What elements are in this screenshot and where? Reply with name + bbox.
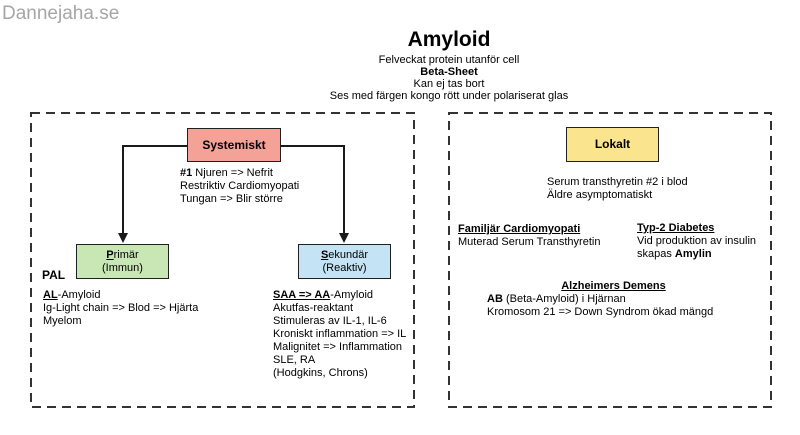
arrowhead-sekundar-icon (339, 233, 349, 243)
node-primar: Primär (Immun) (76, 244, 169, 279)
connector-systemiskt-primar (122, 145, 187, 235)
typ2-heading: Typ-2 Diabetes (637, 222, 715, 234)
lokalt-note-2: Äldre asymptomatiskt (547, 189, 653, 201)
node-systemiskt: Systemiskt (187, 128, 281, 162)
al-amyloid-notes: AL-Amyloid Ig-Light chain => Blod => Hjä… (43, 289, 198, 328)
systemiskt-note-2: Restriktiv Cardiomyopati (180, 180, 300, 192)
familjar-heading: Familjär Cardiomyopati (458, 223, 581, 235)
node-systemiskt-label: Systemiskt (202, 137, 266, 152)
saa-note-2: Akutfas-reaktant (273, 302, 354, 314)
saa-note-7: (Hodgkins, Chrons) (273, 367, 368, 379)
saa-note-3: Stimuleras av IL-1, IL-6 (273, 315, 387, 327)
node-sekundar-label: Sekundär (320, 248, 369, 261)
arrowhead-primar-icon (118, 233, 128, 243)
subtitle-line-2: Beta-Sheet (420, 66, 478, 78)
typ2-line-2: skapas Amylin (637, 248, 712, 260)
node-sekundar: Sekundär (Reaktiv) (298, 244, 391, 279)
pal-label: PAL (42, 268, 66, 282)
lokalt-notes: Serum transthyretin #2 i blod Äldre asym… (547, 176, 688, 202)
page-title: Amyloid (407, 28, 491, 51)
node-lokalt: Lokalt (566, 127, 659, 162)
subtitle-line-3: Kan ej tas bort (413, 78, 485, 90)
al-note-2: Ig-Light chain => Blod => Hjärta (43, 302, 199, 314)
subtitle-line-1: Felveckat protein utanför cell (378, 54, 520, 66)
alzheimers-line-1: AB (Beta-Amyloid) i Hjärnan (487, 293, 626, 305)
site-logo[interactable]: Dannejaha.se (2, 3, 120, 24)
subtitle-line-4: Ses med färgen kongo rött under polarise… (329, 90, 569, 102)
alzheimers-heading: Alzheimers Demens (561, 280, 666, 292)
familjar-cardiomyopati-section: Familjär Cardiomyopati Muterad Serum Tra… (458, 223, 600, 249)
systemiskt-note-1: #1 Njuren => Nefrit (180, 167, 273, 179)
typ2-diabetes-section: Typ-2 Diabetes Vid produktion av insulin… (637, 222, 756, 261)
node-sekundar-sublabel: (Reaktiv) (322, 261, 367, 274)
node-primar-label: Primär (106, 248, 139, 261)
node-primar-sublabel: (Immun) (102, 261, 143, 274)
alzheimers-section: Alzheimers Demens AB (Beta-Amyloid) i Hj… (487, 280, 740, 319)
saa-note-6: SLE, RA (273, 354, 316, 366)
familjar-line: Muterad Serum Transthyretin (458, 236, 601, 248)
al-note-3: Myelom (43, 315, 82, 327)
systemiskt-notes: #1 Njuren => Nefrit Restriktiv Cardiomyo… (180, 167, 299, 206)
lokalt-note-1: Serum transthyretin #2 i blod (547, 176, 688, 188)
saa-amyloid-notes: SAA => AA-Amyloid Akutfas-reaktant Stimu… (273, 289, 406, 380)
saa-note-4: Kroniskt inflammation => IL (273, 328, 407, 340)
page-header: Amyloid Felveckat protein utanför cell B… (98, 28, 800, 102)
saa-note-1: SAA => AA-Amyloid (273, 289, 374, 301)
node-lokalt-label: Lokalt (594, 137, 631, 151)
systemiskt-note-3: Tungan => Blir större (180, 193, 283, 205)
typ2-line-1: Vid produktion av insulin (637, 235, 757, 247)
alzheimers-line-2: Kromosom 21 => Down Syndrom ökad mängd (487, 306, 714, 318)
saa-note-5: Malignitet => Inflammation (273, 341, 403, 353)
al-note-1: AL-Amyloid (43, 289, 101, 301)
